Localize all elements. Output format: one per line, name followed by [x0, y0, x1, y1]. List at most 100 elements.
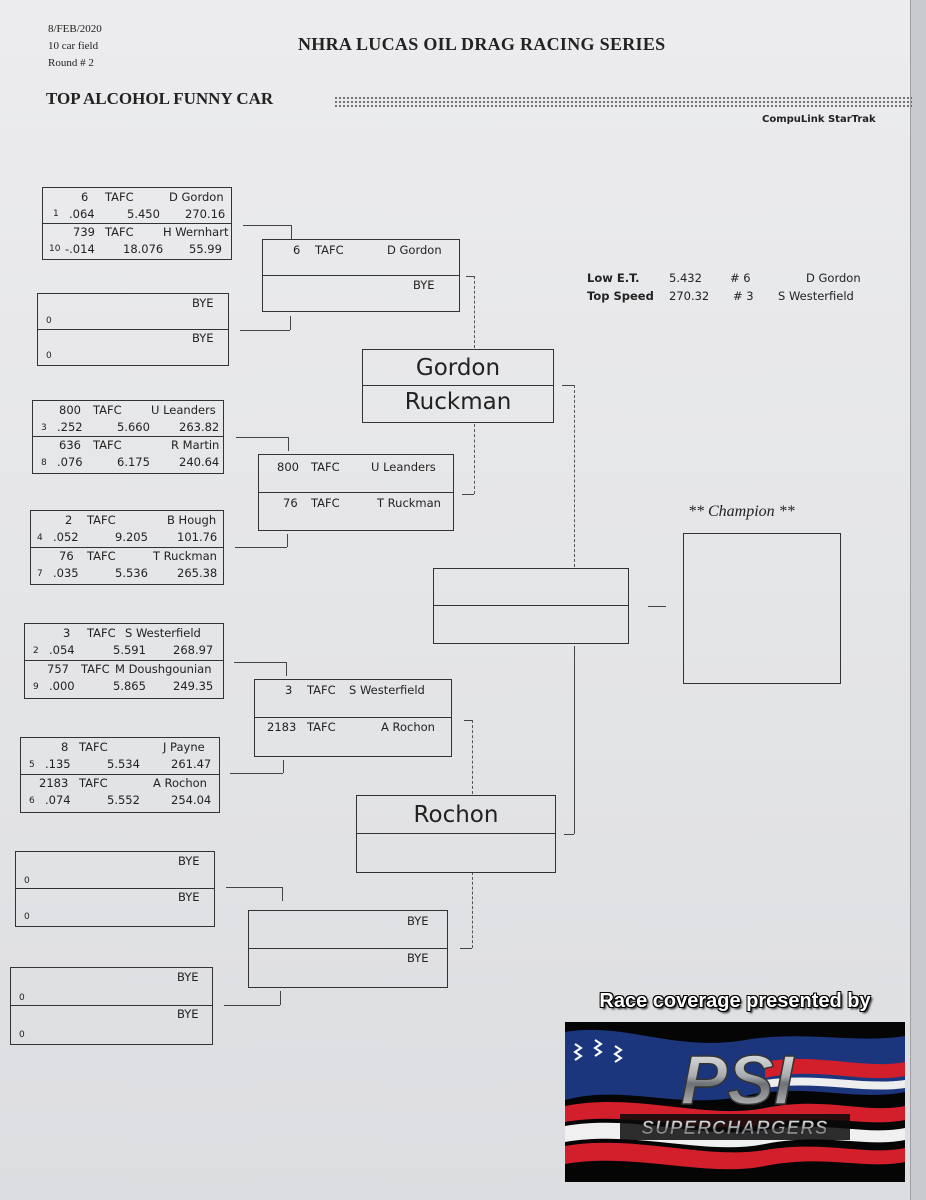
elapsed-time: 5.865 — [113, 679, 146, 693]
car-number: 3 — [285, 683, 293, 697]
driver-name: BYE — [178, 854, 200, 868]
reaction-time: .035 — [53, 565, 79, 580]
connector — [472, 720, 473, 794]
low-et-value: 5.432 — [669, 271, 702, 285]
car-class: TAFC — [79, 740, 108, 754]
software-label: CompuLink StarTrak — [762, 114, 876, 125]
elapsed-time: 5.536 — [115, 565, 148, 580]
car-class: TAFC — [87, 626, 116, 640]
semifinal-bottom-name: Ruckman — [404, 389, 512, 415]
seed: 10 — [49, 243, 61, 254]
connector — [288, 437, 289, 451]
seed: 0 — [19, 1030, 25, 1040]
reaction-time: .054 — [49, 643, 75, 657]
round-number: Round # 2 — [48, 57, 94, 69]
car-class: TAFC — [311, 495, 340, 510]
car-number: 757 — [47, 662, 69, 676]
flag-logo-graphic: PSI SUPERCHARGERS — [565, 1029, 905, 1170]
seed: 5 — [29, 760, 35, 770]
car-class: TAFC — [315, 243, 344, 257]
connector — [291, 225, 292, 239]
round2-match-4: BYE BYE — [248, 910, 448, 988]
semifinal-2: Rochon — [356, 795, 556, 873]
connector — [466, 276, 474, 277]
driver-name: BYE — [192, 330, 214, 345]
car-number: 3 — [63, 626, 71, 640]
seed: 0 — [19, 993, 25, 1003]
car-class: TAFC — [93, 403, 122, 417]
page-edge — [910, 0, 926, 1200]
connector — [460, 948, 472, 949]
connector — [282, 887, 283, 901]
elapsed-time: 9.205 — [115, 530, 148, 544]
elapsed-time: 5.552 — [107, 793, 140, 807]
connector — [226, 887, 282, 888]
elapsed-time: 5.450 — [127, 207, 160, 221]
driver-name: A Rochon — [381, 720, 435, 734]
car-class: TAFC — [311, 460, 340, 474]
seed: 0 — [24, 912, 30, 922]
top-speed-value: 270.32 — [669, 289, 710, 303]
round1-match-3: 800 TAFC U Leanders 3 .252 5.660 263.82 … — [32, 400, 224, 474]
car-number: 636 — [59, 438, 81, 452]
speed: 254.04 — [171, 793, 212, 807]
car-number: 739 — [73, 224, 95, 239]
speed: 263.82 — [179, 420, 220, 434]
driver-name: S Westerfield — [349, 683, 425, 697]
connector — [574, 646, 575, 834]
semifinal-1: Gordon Ruckman — [362, 349, 554, 423]
final-match — [433, 568, 629, 644]
driver-name: BYE — [407, 951, 429, 965]
reaction-time: .074 — [45, 793, 71, 807]
connector — [564, 834, 574, 835]
dotted-rule — [334, 96, 912, 108]
reaction-time: .064 — [69, 207, 95, 221]
semifinal-top-name: Gordon — [415, 355, 501, 381]
reaction-time: .135 — [45, 757, 71, 771]
seed: 6 — [29, 796, 35, 806]
top-speed-car: # 3 — [733, 289, 754, 303]
round2-match-3: 3 TAFC S Westerfield 2183 TAFC A Rochon — [254, 679, 452, 757]
speed: 265.38 — [177, 565, 218, 580]
speed: 268.97 — [173, 643, 214, 657]
round1-match-6: 8 TAFC J Payne 5 .135 5.534 261.47 2183 … — [20, 737, 220, 813]
driver-name: BYE — [177, 970, 199, 984]
car-class: TAFC — [79, 776, 108, 790]
low-et-label: Low E.T. — [587, 271, 640, 285]
connector — [240, 330, 290, 331]
driver-name: R Martin — [171, 438, 220, 452]
driver-name: M Doushgounian — [115, 662, 212, 676]
connector — [224, 1005, 280, 1006]
logo-wordmark: PSI — [681, 1041, 795, 1119]
connector — [230, 773, 283, 774]
car-number: 2183 — [267, 720, 297, 734]
class-title: TOP ALCOHOL FUNNY CAR — [46, 89, 274, 108]
seed: 2 — [33, 646, 39, 656]
elapsed-time: 18.076 — [123, 241, 164, 256]
car-number: 6 — [81, 190, 89, 204]
car-number: 800 — [59, 403, 81, 417]
driver-name: T Ruckman — [153, 548, 217, 563]
round1-match-2: BYE 0 BYE 0 — [37, 293, 229, 366]
car-number: 76 — [283, 495, 298, 510]
driver-name: J Payne — [163, 740, 205, 754]
seed: 3 — [41, 423, 47, 433]
connector — [236, 437, 288, 438]
connector — [290, 316, 291, 330]
seed: 0 — [46, 350, 52, 361]
reaction-time: .052 — [53, 530, 79, 544]
car-number: 2183 — [39, 776, 69, 790]
seed: 0 — [24, 876, 30, 886]
connector — [474, 424, 475, 494]
seed: 7 — [37, 568, 43, 579]
speed: 101.76 — [177, 530, 218, 544]
low-et-driver: D Gordon — [806, 271, 861, 285]
connector — [472, 872, 473, 948]
speed: 261.47 — [171, 757, 212, 771]
car-number: 800 — [277, 460, 299, 474]
driver-name: BYE — [407, 914, 429, 928]
round1-match-1: 6 TAFC D Gordon 1 .064 5.450 270.16 739 … — [42, 187, 232, 260]
car-class: TAFC — [81, 662, 110, 676]
speed: 55.99 — [189, 241, 222, 256]
elapsed-time: 5.534 — [107, 757, 140, 771]
